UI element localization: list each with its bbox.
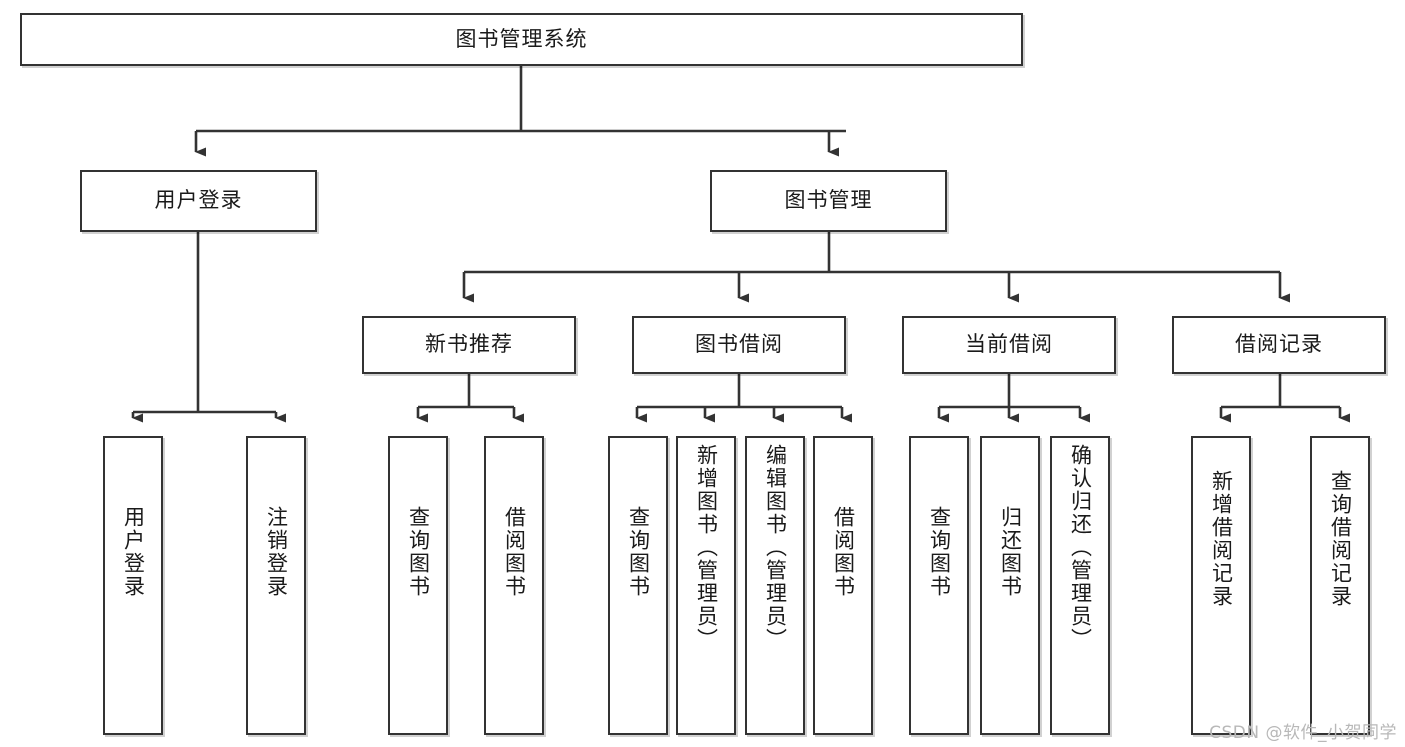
node-leaf-query-book-3[interactable]: 查询图书 (909, 436, 969, 735)
node-leaf-query-book-2[interactable]: 查询图书 (608, 436, 668, 735)
node-root-book-management-system[interactable]: 图书管理系统 (20, 13, 1023, 66)
node-new-book-recommend[interactable]: 新书推荐 (362, 316, 576, 374)
node-leaf-borrow-book-2[interactable]: 借阅图书 (813, 436, 873, 735)
node-label-leaf-add-book: 新增图书（管理员） (694, 444, 719, 651)
node-leaf-add-book[interactable]: 新增图书（管理员） (676, 436, 736, 735)
node-leaf-user-login[interactable]: 用户登录 (103, 436, 163, 735)
node-label-leaf-user-login: 用户登录 (121, 506, 146, 598)
node-label-root: 图书管理系统 (455, 26, 588, 51)
node-label-leaf-query-book-3: 查询图书 (927, 506, 952, 598)
node-leaf-user-logout[interactable]: 注销登录 (246, 436, 306, 735)
node-leaf-query-record[interactable]: 查询借阅记录 (1310, 436, 1370, 735)
node-label-user-login: 用户登录 (154, 188, 243, 213)
node-label-book-manage: 图书管理 (784, 188, 873, 213)
node-leaf-borrow-book-1[interactable]: 借阅图书 (484, 436, 544, 735)
node-borrow-record[interactable]: 借阅记录 (1172, 316, 1386, 374)
node-label-book-borrow: 图书借阅 (695, 332, 783, 357)
node-book-manage[interactable]: 图书管理 (710, 170, 947, 232)
node-label-leaf-add-record: 新增借阅记录 (1209, 470, 1234, 608)
node-label-leaf-query-record: 查询借阅记录 (1328, 470, 1353, 608)
node-leaf-add-record[interactable]: 新增借阅记录 (1191, 436, 1251, 735)
node-label-current-borrow: 当前借阅 (965, 332, 1053, 357)
node-label-leaf-query-book-1: 查询图书 (406, 506, 431, 598)
node-leaf-edit-book[interactable]: 编辑图书（管理员） (745, 436, 805, 735)
node-label-leaf-borrow-book-2: 借阅图书 (831, 506, 856, 598)
node-label-leaf-query-book-2: 查询图书 (626, 506, 651, 598)
node-leaf-return-book[interactable]: 归还图书 (980, 436, 1040, 735)
node-label-borrow-record: 借阅记录 (1235, 332, 1323, 357)
node-label-leaf-edit-book: 编辑图书（管理员） (763, 444, 788, 651)
node-book-borrow[interactable]: 图书借阅 (632, 316, 846, 374)
node-label-leaf-return-book: 归还图书 (998, 506, 1023, 598)
node-label-leaf-borrow-book-1: 借阅图书 (502, 506, 527, 598)
node-label-new-book-recommend: 新书推荐 (425, 332, 513, 357)
node-user-login[interactable]: 用户登录 (80, 170, 317, 232)
node-leaf-query-book-1[interactable]: 查询图书 (388, 436, 448, 735)
node-current-borrow[interactable]: 当前借阅 (902, 316, 1116, 374)
node-label-leaf-user-logout: 注销登录 (264, 506, 289, 598)
node-label-leaf-confirm-return: 确认归还（管理员） (1068, 444, 1093, 651)
node-leaf-confirm-return[interactable]: 确认归还（管理员） (1050, 436, 1110, 735)
